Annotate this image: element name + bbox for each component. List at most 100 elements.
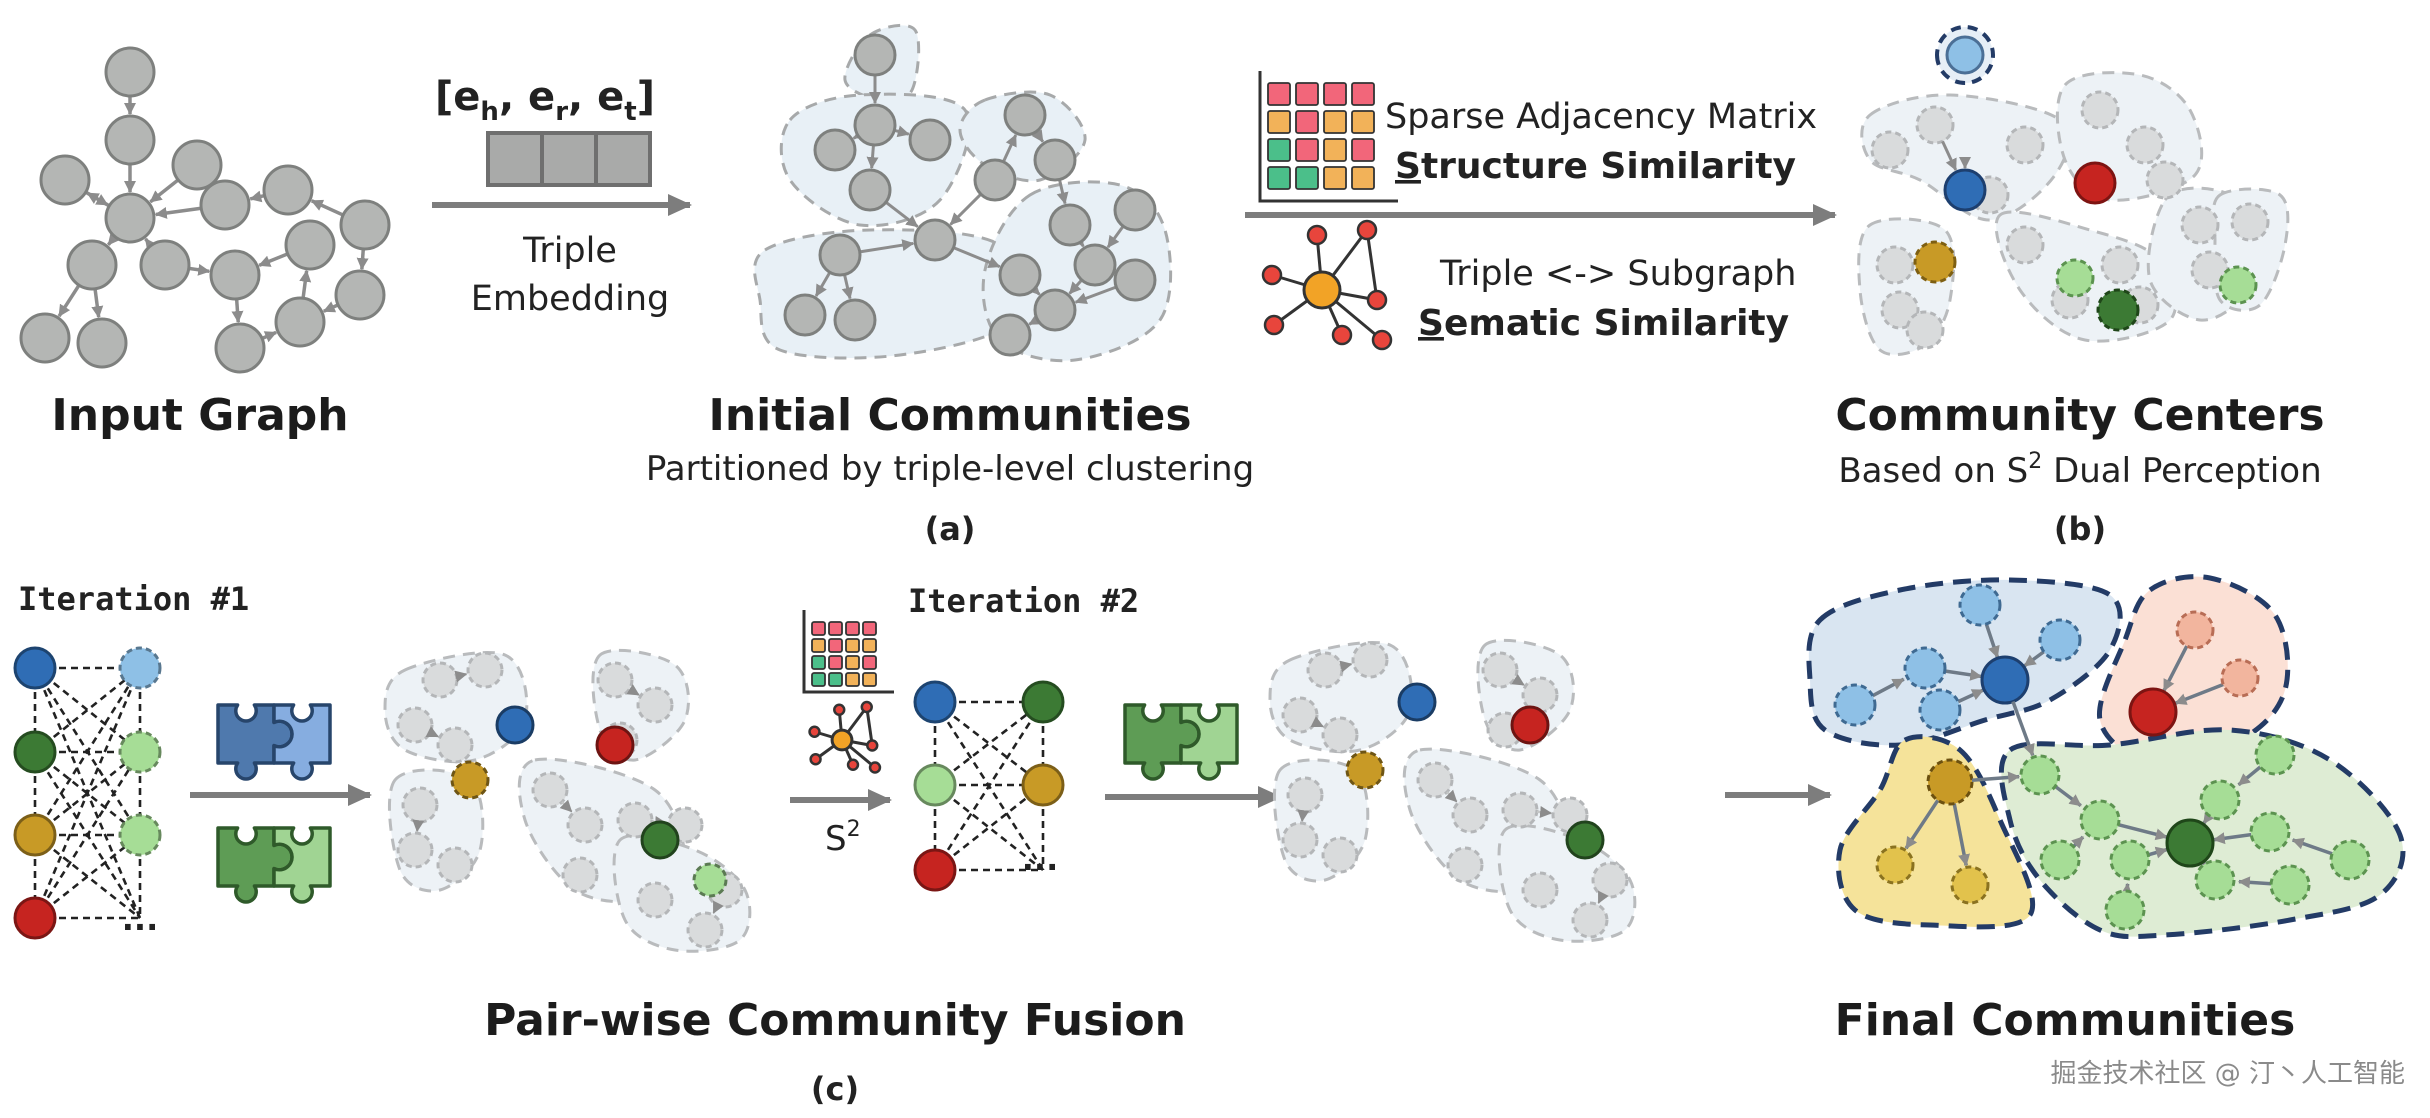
embedding-vector-label: [eh, er, et] [435, 74, 655, 127]
graph-edge [2023, 650, 2045, 668]
graph-node [692, 862, 728, 898]
final-communities-graph [1806, 574, 2406, 940]
graph-edge [299, 269, 312, 299]
bipartite-edge [934, 700, 1044, 787]
graph-edge [356, 248, 369, 271]
graph-edge [559, 799, 573, 813]
caption-c: (c) [811, 1070, 859, 1108]
graph-node [566, 806, 604, 844]
graph-node [2218, 265, 2258, 305]
graph-edge [1297, 809, 1310, 823]
graph-node [495, 705, 535, 745]
iteration-1-label: Iteration #1 [18, 580, 249, 618]
graph-node [214, 322, 266, 374]
graph-edge [1106, 225, 1125, 249]
graph-edge [2237, 876, 2272, 889]
matrix-cell [811, 672, 826, 687]
graph-edge [425, 726, 439, 738]
graph-node [1958, 583, 2002, 627]
graph-edge [1056, 179, 1069, 205]
puzzle-pair-1 [216, 703, 332, 904]
graph-node [1501, 791, 1539, 829]
graph-node [421, 661, 459, 699]
graph-edge [57, 284, 81, 318]
graph-edge [2147, 846, 2168, 859]
matrix-cell [1295, 138, 1319, 162]
graph-node [13, 896, 57, 940]
matrix-cell [862, 655, 877, 670]
matrix-cell [828, 638, 843, 653]
graph-edge [841, 274, 854, 300]
graph-node [1833, 683, 1877, 727]
graph-node [1033, 288, 1077, 332]
matrix-cell [1323, 82, 1347, 106]
caption-a: (a) [925, 510, 976, 548]
graph-node [262, 164, 314, 216]
subgraph-node [833, 703, 846, 716]
subgraph-node [868, 761, 882, 774]
matrix-cell [862, 672, 877, 687]
matrix-cell [845, 638, 860, 653]
graph-node [1021, 680, 1065, 724]
graph-node [2019, 754, 2061, 796]
graph-node [39, 154, 91, 206]
subgraph-node [1356, 219, 1378, 241]
matrix-cell [1267, 138, 1291, 162]
graph-node [998, 253, 1042, 297]
graph-node [2165, 818, 2215, 868]
subgraph-center-node [830, 728, 854, 752]
matrix-axes [1258, 71, 1398, 203]
graph-edge [2237, 765, 2262, 787]
matrix-cell [845, 621, 860, 636]
puzzle-piece [1179, 703, 1239, 781]
ellipsis-1: ... [122, 900, 158, 938]
graph-node [19, 312, 71, 364]
graph-node [1918, 688, 1962, 732]
graph-node [1451, 796, 1489, 834]
matrix-cell [811, 621, 826, 636]
graph-node [1397, 682, 1437, 722]
ellipsis-2: ... [1022, 840, 1058, 878]
subgraph-node [1331, 324, 1353, 346]
graph-edge [249, 190, 266, 203]
graph-node [848, 168, 892, 212]
community-centers-subtitle: Based on S2 Dual Perception [1838, 449, 2321, 491]
graph-node [636, 686, 674, 724]
graph-node [2079, 799, 2121, 841]
graph-node [1321, 836, 1359, 874]
graph-node [401, 786, 439, 824]
graph-edge [1971, 771, 2021, 784]
graph-node [104, 46, 156, 98]
subgraph-label: Triple <-> Subgraph [1439, 254, 1796, 294]
subgraph-node [1371, 329, 1393, 351]
graph-edge [1957, 688, 1985, 704]
graph-node [1943, 168, 1987, 212]
input-graph-title: Input Graph [51, 390, 348, 441]
graph-node [2096, 288, 2140, 332]
graph-node [1875, 845, 1915, 885]
graph-node [2104, 889, 2146, 931]
subgraph-node [1306, 224, 1328, 246]
graph-node [2125, 125, 2165, 165]
graph-edge [866, 144, 879, 170]
graph-node [2329, 839, 2371, 881]
graph-node [13, 730, 57, 774]
graph-node [76, 317, 128, 369]
iteration-2-label: Iteration #2 [908, 582, 1139, 620]
graph-edge [2054, 785, 2082, 807]
graph-node [466, 651, 504, 689]
graph-edge [1944, 668, 1983, 681]
graph-node [686, 911, 724, 949]
graph-node [988, 313, 1032, 357]
community-centers-graph [1857, 25, 2290, 357]
graph-edge [149, 178, 180, 204]
embedding-label-line2: Embedding [471, 279, 670, 319]
graph-node [2109, 839, 2151, 881]
puzzle-piece [272, 826, 332, 904]
graph-node [1905, 310, 1945, 350]
graph-edge [1028, 313, 1042, 326]
graph-node [339, 199, 391, 251]
graph-node [1510, 705, 1550, 745]
graph-node [1446, 846, 1484, 884]
matrix-cell [811, 655, 826, 670]
